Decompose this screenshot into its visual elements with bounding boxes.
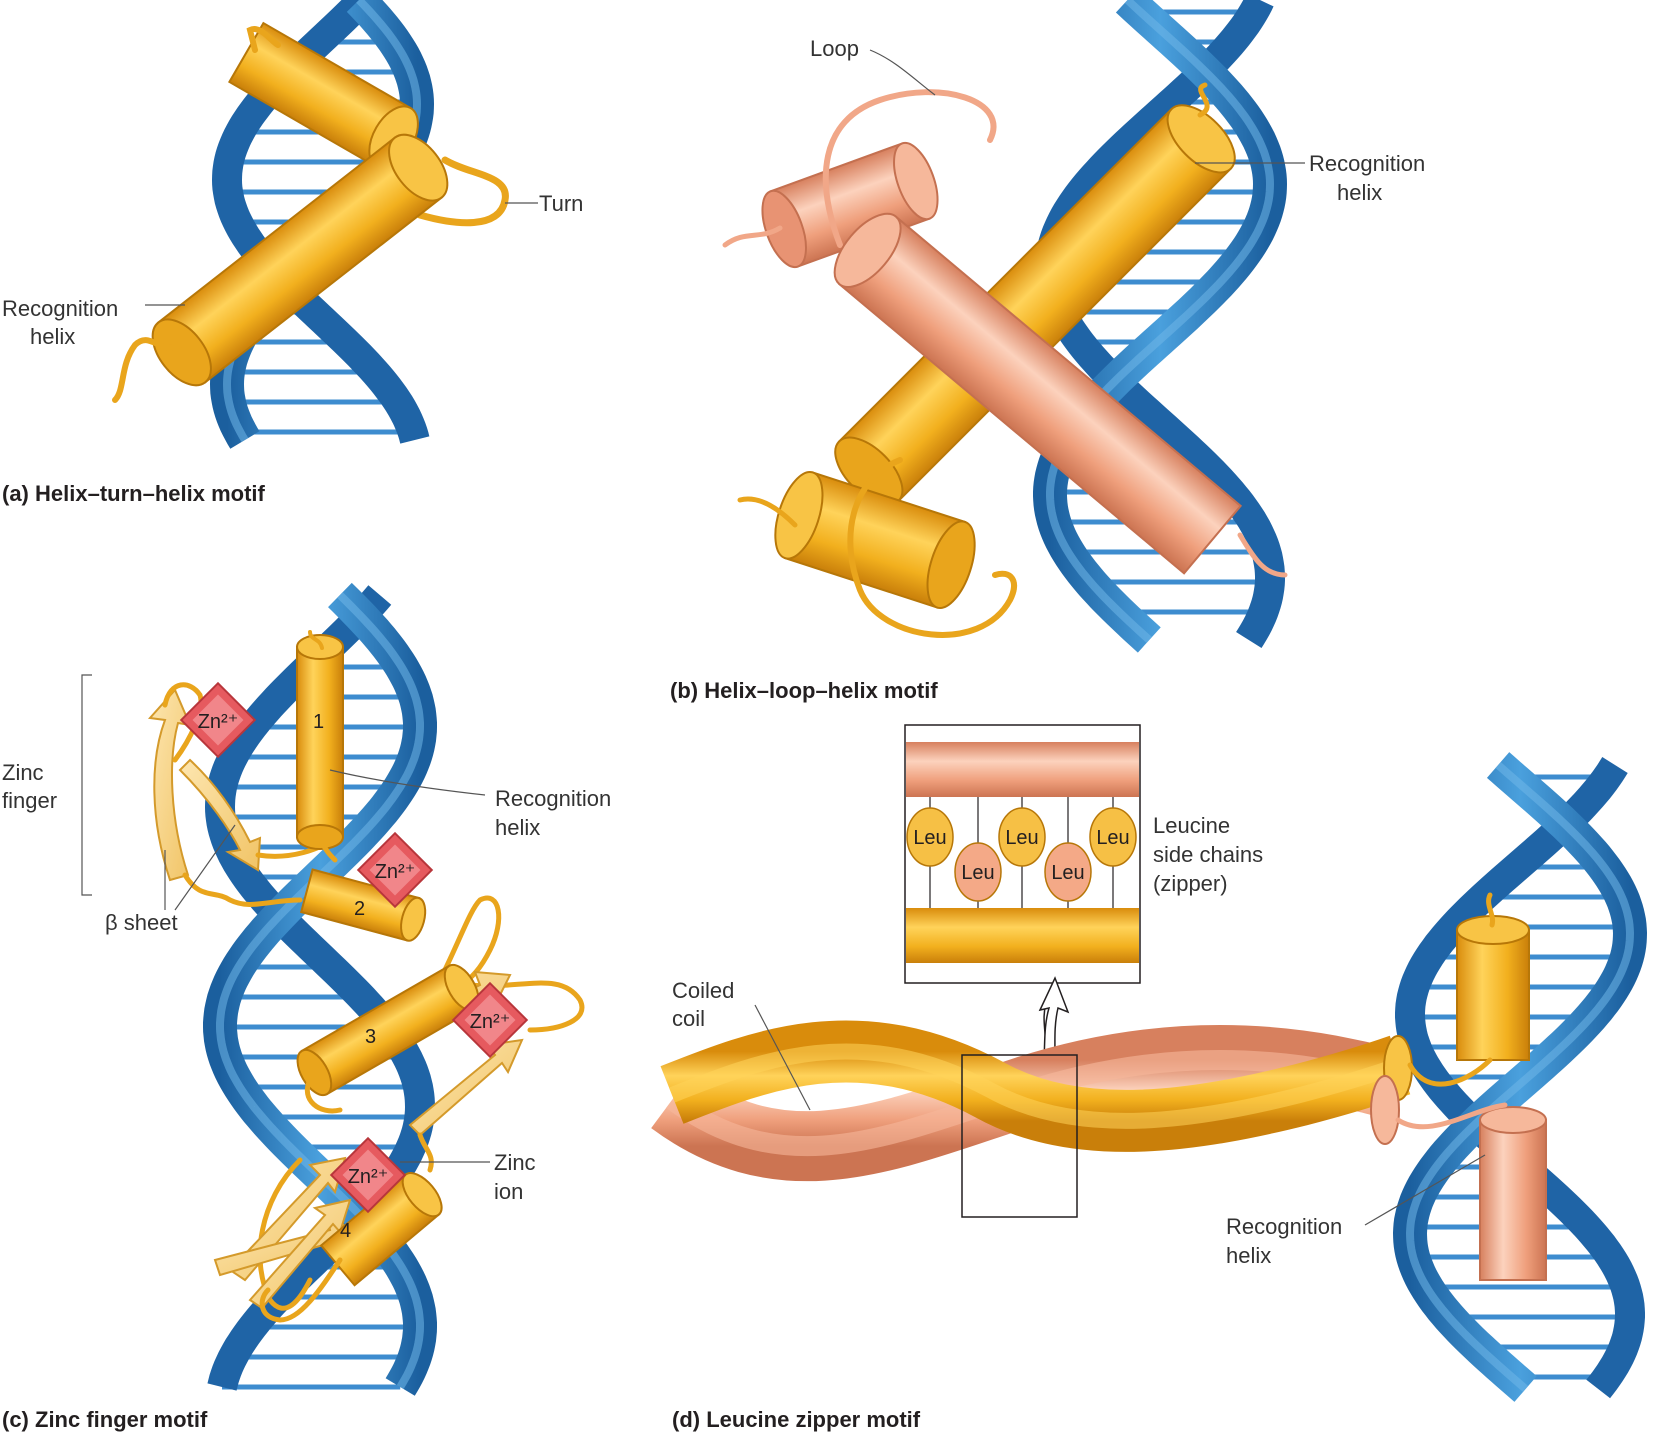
panel-c-helix-4 (319, 1172, 443, 1287)
label-loop: Loop (810, 36, 859, 61)
caption-panel-b: (b) Helix–loop–helix motif (670, 678, 938, 703)
leucine-bead (998, 807, 1046, 867)
dna-strand-back (1395, 757, 1645, 1399)
helix-number-1: 1 (313, 711, 324, 733)
leucine-5: Leu (1089, 807, 1137, 867)
panel-c-recognition-helix-1 (296, 634, 344, 850)
zinc-ion-1: Zn²⁺ (179, 681, 257, 759)
dna-strand-highlight (1046, 0, 1275, 643)
label-d-recognition-line2: helix (1226, 1243, 1271, 1268)
label-b-recognition-line1: Recognition (1309, 151, 1425, 176)
panel-d-salmon-recognition-helix (1479, 1106, 1547, 1281)
leucine-label: Leu (961, 862, 994, 884)
dna-strand-highlight (1405, 761, 1635, 1393)
panel-b-helix-loop-helix: Loop Recognition helix (b) Helix–loop–he… (670, 36, 1425, 703)
label-coiled-line2: coil (672, 1006, 705, 1031)
panel-b-small-gold-helix (774, 471, 976, 609)
panel-b-long-salmon-helix (833, 212, 1243, 575)
label-c-recognition-line2: helix (495, 815, 540, 840)
panel-d-gold-recognition-helix (1456, 915, 1530, 1061)
dna-strand-highlight (216, 592, 424, 1390)
helix-number-4: 4 (340, 1220, 351, 1242)
leucine-2: Leu (954, 842, 1002, 902)
panel-b-recognition-helix (834, 104, 1236, 506)
panel-a-recognition-helix (151, 133, 449, 387)
leucine-1: Leu (906, 807, 954, 867)
label-b-recognition-line2: helix (1337, 180, 1382, 205)
caption-panel-a: (a) Helix–turn–helix motif (2, 481, 266, 506)
label-zinc-ion-line1: Zinc (494, 1150, 536, 1175)
inset-salmon-helix (906, 742, 1139, 797)
caption-panel-d: (d) Leucine zipper motif (672, 1407, 921, 1432)
label-d-recognition-line1: Recognition (1226, 1214, 1342, 1239)
zinc-ion-label: Zn²⁺ (470, 1011, 511, 1033)
panel-b-loop (822, 89, 997, 248)
zinc-ion-highlight (464, 994, 516, 1046)
panel-a-helix-turn-helix: Turn Recognition helix (a) Helix–turn–he… (2, 21, 583, 506)
panel-c-zinc-finger: 1 2 3 4 Zn²⁺ Zn²⁺ Zn²⁺ Zn²⁺ (2, 630, 611, 1432)
panel-a-turn-loop (416, 156, 509, 227)
leucine-4: Leu (1044, 842, 1092, 902)
zinc-ion-label: Zn²⁺ (375, 861, 416, 883)
zinc-ion-label: Zn²⁺ (198, 711, 239, 733)
label-leucine-line2: side chains (1153, 842, 1263, 867)
zinc-ion-highlight (342, 1149, 394, 1201)
leucine-label: Leu (913, 827, 946, 849)
helix-number-3: 3 (365, 1026, 376, 1048)
dna-strand-back (204, 585, 436, 1391)
panel-c-helix-3 (296, 963, 480, 1097)
label-coiled-line1: Coiled (672, 978, 734, 1003)
label-a-recognition-line2: helix (30, 324, 75, 349)
label-c-recognition-line1: Recognition (495, 786, 611, 811)
leucine-bead (954, 842, 1002, 902)
label-turn: Turn (539, 191, 583, 216)
zinc-ions: Zn²⁺ Zn²⁺ Zn²⁺ Zn²⁺ (179, 681, 529, 1214)
label-leucine-line3: (zipper) (1153, 871, 1228, 896)
label-a-recognition-line1: Recognition (2, 296, 118, 321)
label-zinc-finger-line2: finger (2, 788, 57, 813)
zinc-ion-highlight (369, 844, 421, 896)
dna-panel-d (1392, 752, 1648, 1402)
leucine-bead (1089, 807, 1137, 867)
helix-number-2: 2 (354, 898, 365, 920)
caption-panel-c: (c) Zinc finger motif (2, 1407, 208, 1432)
zinc-ion-3: Zn²⁺ (451, 981, 529, 1059)
coiled-coil-selection-box (961, 1054, 1078, 1218)
panel-c-beta-sheet-1 (147, 688, 192, 882)
leucine-bead (1044, 842, 1092, 902)
zinc-ion-highlight (192, 694, 244, 746)
zinc-ion-4: Zn²⁺ (329, 1136, 407, 1214)
panel-b-small-salmon-helix (761, 141, 939, 269)
inset-gold-helix (906, 908, 1139, 963)
label-leucine-line1: Leucine (1153, 813, 1230, 838)
leucine-label: Leu (1005, 827, 1038, 849)
label-beta-sheet: β sheet (105, 910, 178, 935)
leucine-bead (906, 807, 954, 867)
label-zinc-ion-line2: ion (494, 1179, 523, 1204)
label-zinc-finger-line1: Zinc (2, 760, 44, 785)
zinc-ion-2: Zn²⁺ (356, 831, 434, 909)
leucine-label: Leu (1096, 827, 1129, 849)
leucine-label: Leu (1051, 862, 1084, 884)
dna-panel-c (203, 582, 437, 1396)
leucine-3: Leu (998, 807, 1046, 867)
zinc-ion-label: Zn²⁺ (348, 1166, 389, 1188)
panel-c-helix-2 (299, 868, 427, 942)
